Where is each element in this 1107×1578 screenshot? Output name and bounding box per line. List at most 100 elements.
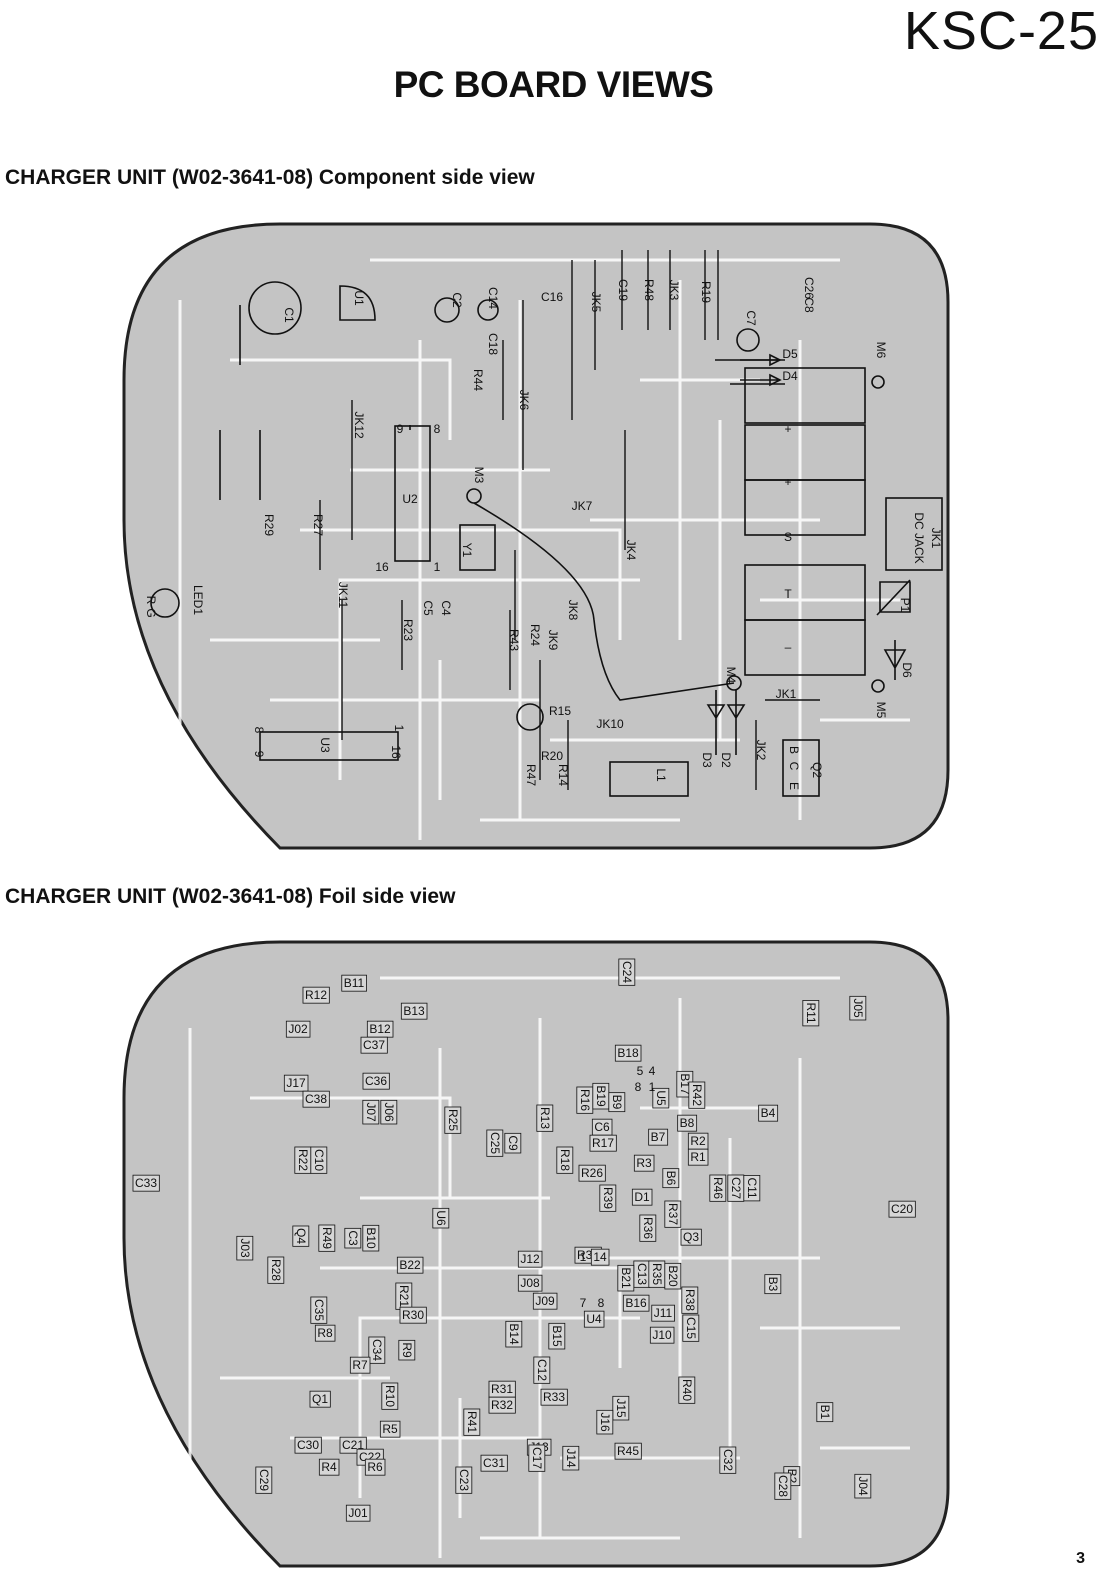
foil-label-c25: C25 <box>488 1132 502 1154</box>
foil-label-r2: R2 <box>690 1134 706 1148</box>
section-title-component-side: CHARGER UNIT (W02-3641-08) Component sid… <box>5 166 535 189</box>
foil-label-b1: B1 <box>818 1405 832 1420</box>
foil-label-r5: R5 <box>382 1422 398 1436</box>
foil-label-c30: C30 <box>297 1438 319 1452</box>
foil-label-b21: B21 <box>619 1267 633 1289</box>
foil-label-box <box>743 1175 761 1202</box>
foil-label-box <box>283 1074 309 1092</box>
foil-label-c11: C11 <box>745 1177 759 1198</box>
foil-label-box <box>662 1168 680 1189</box>
foil-label-box <box>285 1020 311 1038</box>
foil-label-1: 1 <box>649 1080 656 1094</box>
component-label-r47: R47 <box>524 764 538 786</box>
foil-label-q1: Q1 <box>312 1392 328 1406</box>
component-label-c: C <box>787 762 801 771</box>
foil-label-box <box>309 1390 331 1408</box>
component-label--: + <box>784 475 791 489</box>
component-label-jk9: JK9 <box>546 630 560 651</box>
foil-label-box <box>362 1224 380 1252</box>
component-label-c19: C19 <box>616 279 630 301</box>
foil-label-box <box>381 1382 399 1410</box>
foil-label-r8: R8 <box>317 1326 333 1340</box>
foil-label-box <box>432 1207 450 1229</box>
foil-label-c36: C36 <box>365 1074 387 1088</box>
component-label-1: 1 <box>434 560 441 574</box>
component-label-c2: C2 <box>450 292 464 308</box>
foil-label-box <box>578 1164 606 1182</box>
foil-label-box <box>267 1256 285 1284</box>
component-label-d3: D3 <box>700 752 714 768</box>
component-label-u2: U2 <box>402 492 418 506</box>
foil-label-box <box>310 1146 328 1174</box>
component-label-led1: LED1 <box>191 585 205 615</box>
foil-label-box <box>548 1322 566 1350</box>
component-label-c8: C8 <box>802 297 816 313</box>
page-title: PC BOARD VIEWS <box>393 64 714 105</box>
component-label-8: 8 <box>252 727 266 734</box>
component-label-l1: L1 <box>654 768 668 782</box>
foil-label-box <box>341 974 367 992</box>
foil-label-14: 14 <box>593 1250 607 1264</box>
foil-label-r38: R38 <box>683 1289 697 1311</box>
foil-label-b9: B9 <box>610 1095 624 1110</box>
foil-label-c12: C12 <box>535 1359 549 1381</box>
foil-label-r35: R35 <box>650 1263 664 1285</box>
component-label-8: 8 <box>434 422 441 436</box>
foil-label-c28: C28 <box>776 1475 790 1497</box>
foil-label-box <box>599 1184 617 1212</box>
foil-label-box <box>617 1264 635 1292</box>
component-label-jk3: JK3 <box>667 280 681 301</box>
component-label-r14: R14 <box>556 764 570 786</box>
foil-label-box <box>517 1250 543 1268</box>
foil-label-box <box>379 1420 401 1438</box>
foil-label-j10: J10 <box>652 1328 672 1342</box>
foil-label-r11: R11 <box>804 1002 818 1023</box>
component-label-jk5: JK5 <box>589 292 603 313</box>
foil-label-box <box>318 1458 340 1476</box>
foil-label-c9: C9 <box>506 1135 520 1151</box>
component-label-d4: D4 <box>782 369 798 383</box>
foil-label-j07: J07 <box>364 1102 378 1122</box>
foil-label-box <box>344 1227 362 1249</box>
component-label-t: T <box>784 587 792 601</box>
foil-label-r32: R32 <box>491 1398 513 1412</box>
foil-label-b13: B13 <box>403 1004 425 1018</box>
foil-label-j09: J09 <box>535 1294 555 1308</box>
foil-label-c31: C31 <box>483 1456 505 1470</box>
component-label-d5: D5 <box>782 347 798 361</box>
foil-label-box <box>540 1388 568 1406</box>
foil-label-c23: C23 <box>457 1469 471 1491</box>
foil-label-r33: R33 <box>543 1390 565 1404</box>
component-label-c16: C16 <box>541 290 563 304</box>
foil-label-1: 1 <box>580 1250 587 1264</box>
component-label-9: 9 <box>252 751 266 758</box>
foil-label-box <box>687 1148 709 1166</box>
foil-label-box <box>631 1188 653 1206</box>
foil-label-box <box>463 1408 481 1436</box>
foil-label-b15: B15 <box>550 1325 564 1347</box>
foil-label-box <box>444 1106 462 1134</box>
foil-label-c27: C27 <box>729 1177 743 1199</box>
foil-label-box <box>517 1274 543 1292</box>
foil-label-box <box>505 1320 523 1348</box>
component-label-r43: R43 <box>507 629 521 651</box>
component-label-r15: R15 <box>549 704 571 718</box>
foil-label-c37: C37 <box>363 1038 385 1052</box>
foil-label-box <box>618 958 636 986</box>
foil-label-r10: R10 <box>383 1385 397 1407</box>
foil-label-box <box>486 1129 504 1157</box>
component-label-jk6: JK6 <box>517 390 531 411</box>
foil-label-7: 7 <box>580 1296 587 1310</box>
foil-label-box <box>678 1376 696 1404</box>
foil-label-box <box>399 1306 427 1324</box>
foil-label-box <box>488 1396 516 1414</box>
component-label-r48: R48 <box>642 279 656 301</box>
foil-label-c15: C15 <box>684 1317 698 1339</box>
component-label-c1: C1 <box>282 307 296 323</box>
foil-label-c20: C20 <box>891 1202 913 1216</box>
foil-label-box <box>364 1458 386 1476</box>
foil-label-box <box>681 1286 699 1314</box>
foil-label-r37: R37 <box>666 1203 680 1225</box>
